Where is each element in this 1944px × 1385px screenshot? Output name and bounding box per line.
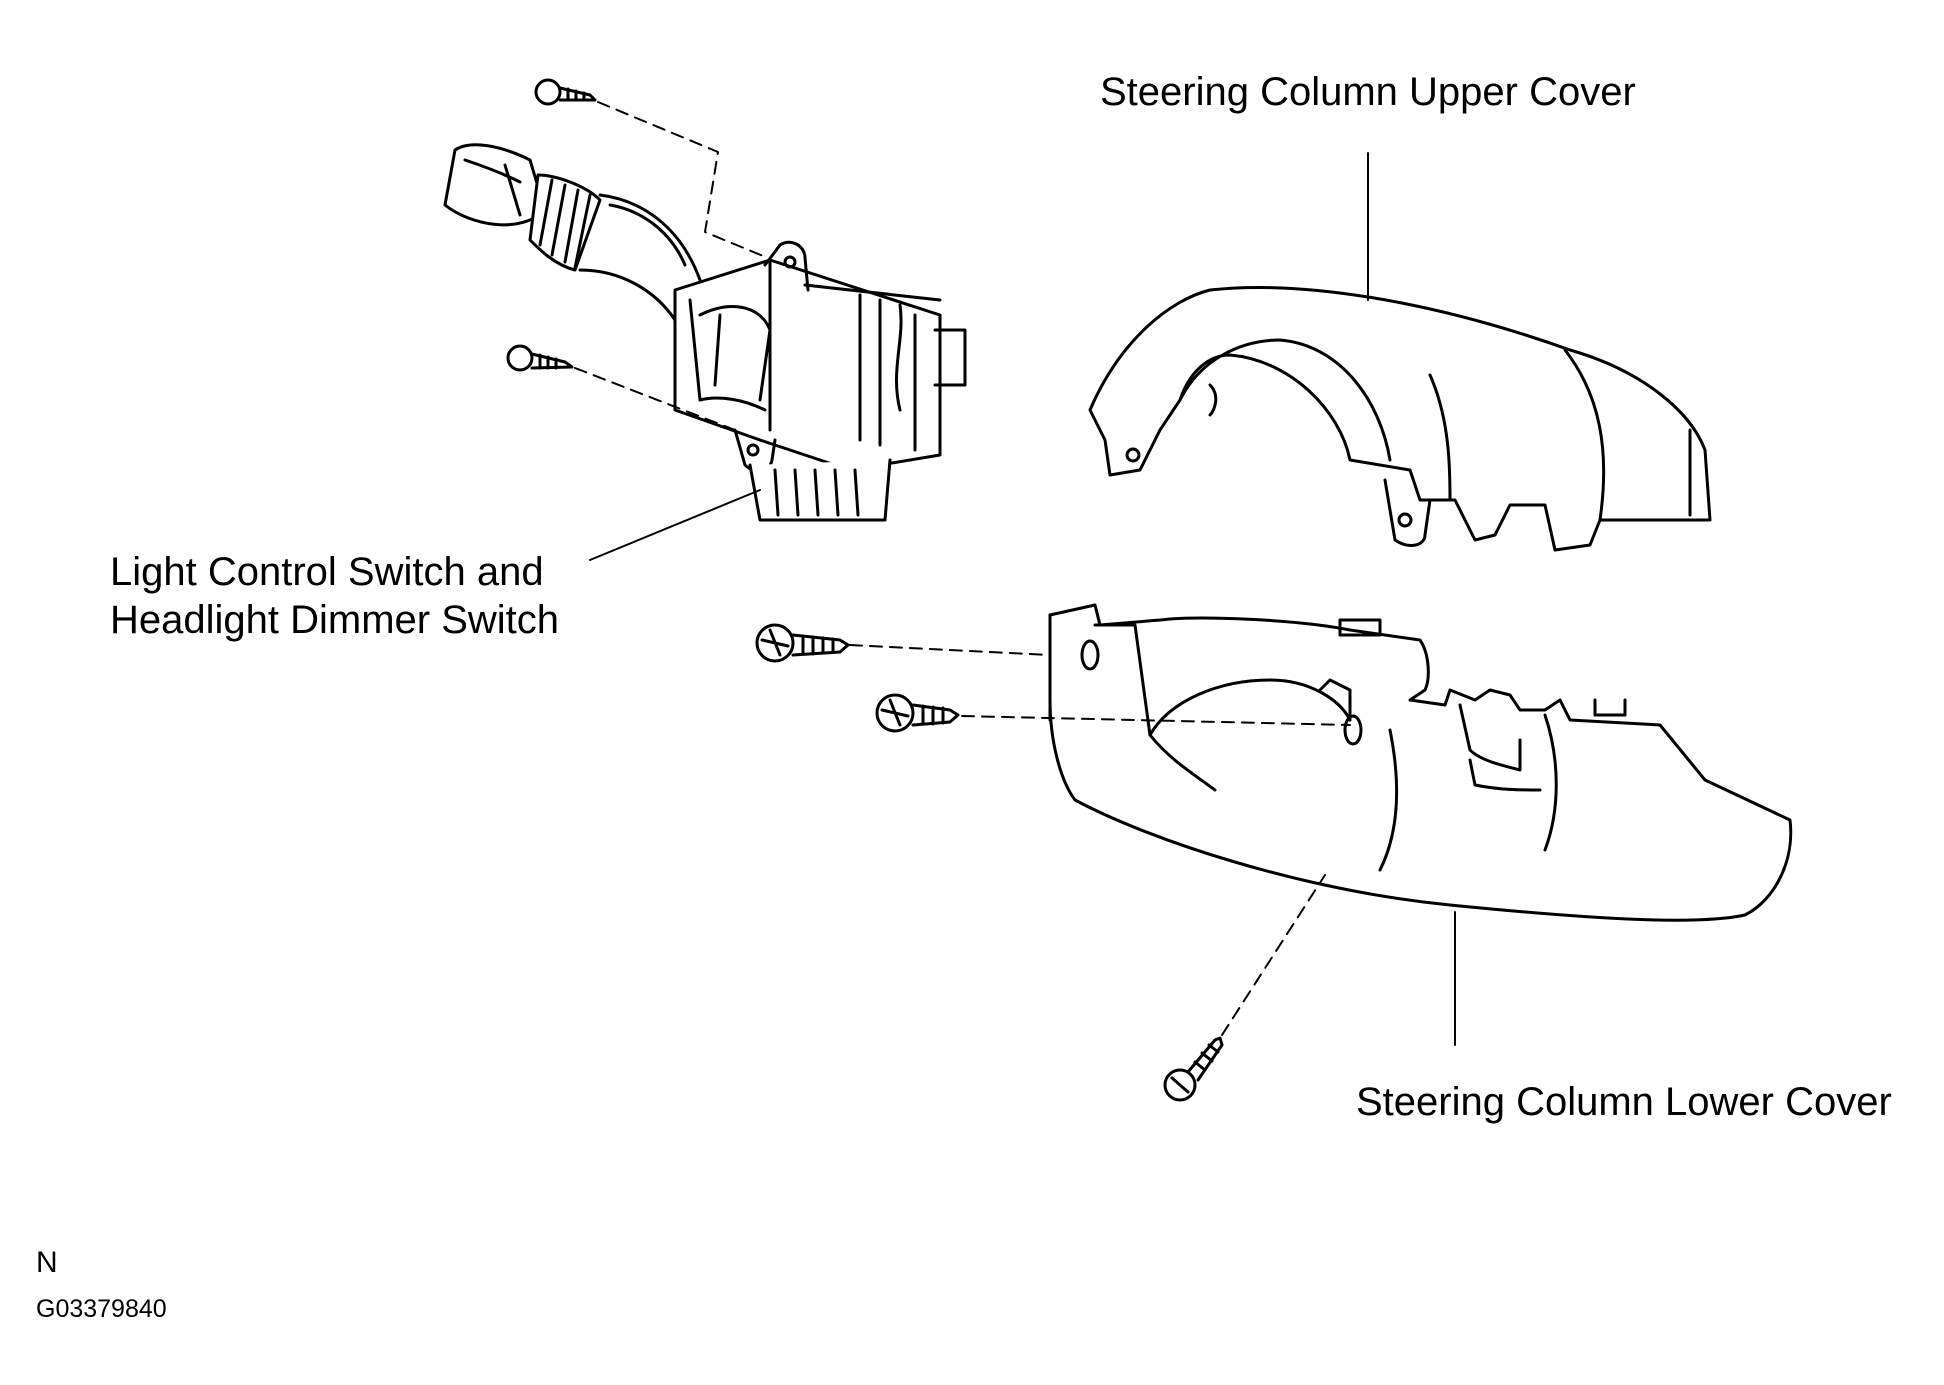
leader-line-left-screw bbox=[849, 644, 1051, 656]
steering-column-lower-cover bbox=[1048, 603, 1793, 922]
leader-line-upper-screw bbox=[597, 101, 769, 259]
lower-cover-label: Steering Column Lower Cover bbox=[1356, 1080, 1892, 1124]
lower-cover-screw-left bbox=[755, 623, 850, 663]
switch-screw-lower bbox=[506, 344, 574, 372]
leader-line-lower-screw bbox=[574, 367, 741, 433]
upper-cover-label: Steering Column Upper Cover bbox=[1100, 70, 1636, 114]
leader-line-bottom-screw bbox=[1221, 874, 1326, 1036]
switch-label-line1: Light Control Switch and bbox=[110, 550, 544, 594]
light-control-switch-assembly bbox=[443, 143, 967, 522]
leader-line-middle-screw bbox=[961, 715, 1351, 726]
lower-cover-screw-middle bbox=[875, 693, 960, 733]
switch-label-line2: Headlight Dimmer Switch bbox=[110, 598, 560, 642]
figure-code: G03379840 bbox=[36, 1295, 167, 1323]
switch-screw-upper bbox=[534, 78, 597, 106]
north-marker: N bbox=[36, 1246, 58, 1279]
steering-column-upper-cover bbox=[1088, 286, 1712, 552]
lower-cover-screw-bottom bbox=[1163, 1036, 1224, 1102]
switch-callout-line bbox=[589, 489, 761, 561]
